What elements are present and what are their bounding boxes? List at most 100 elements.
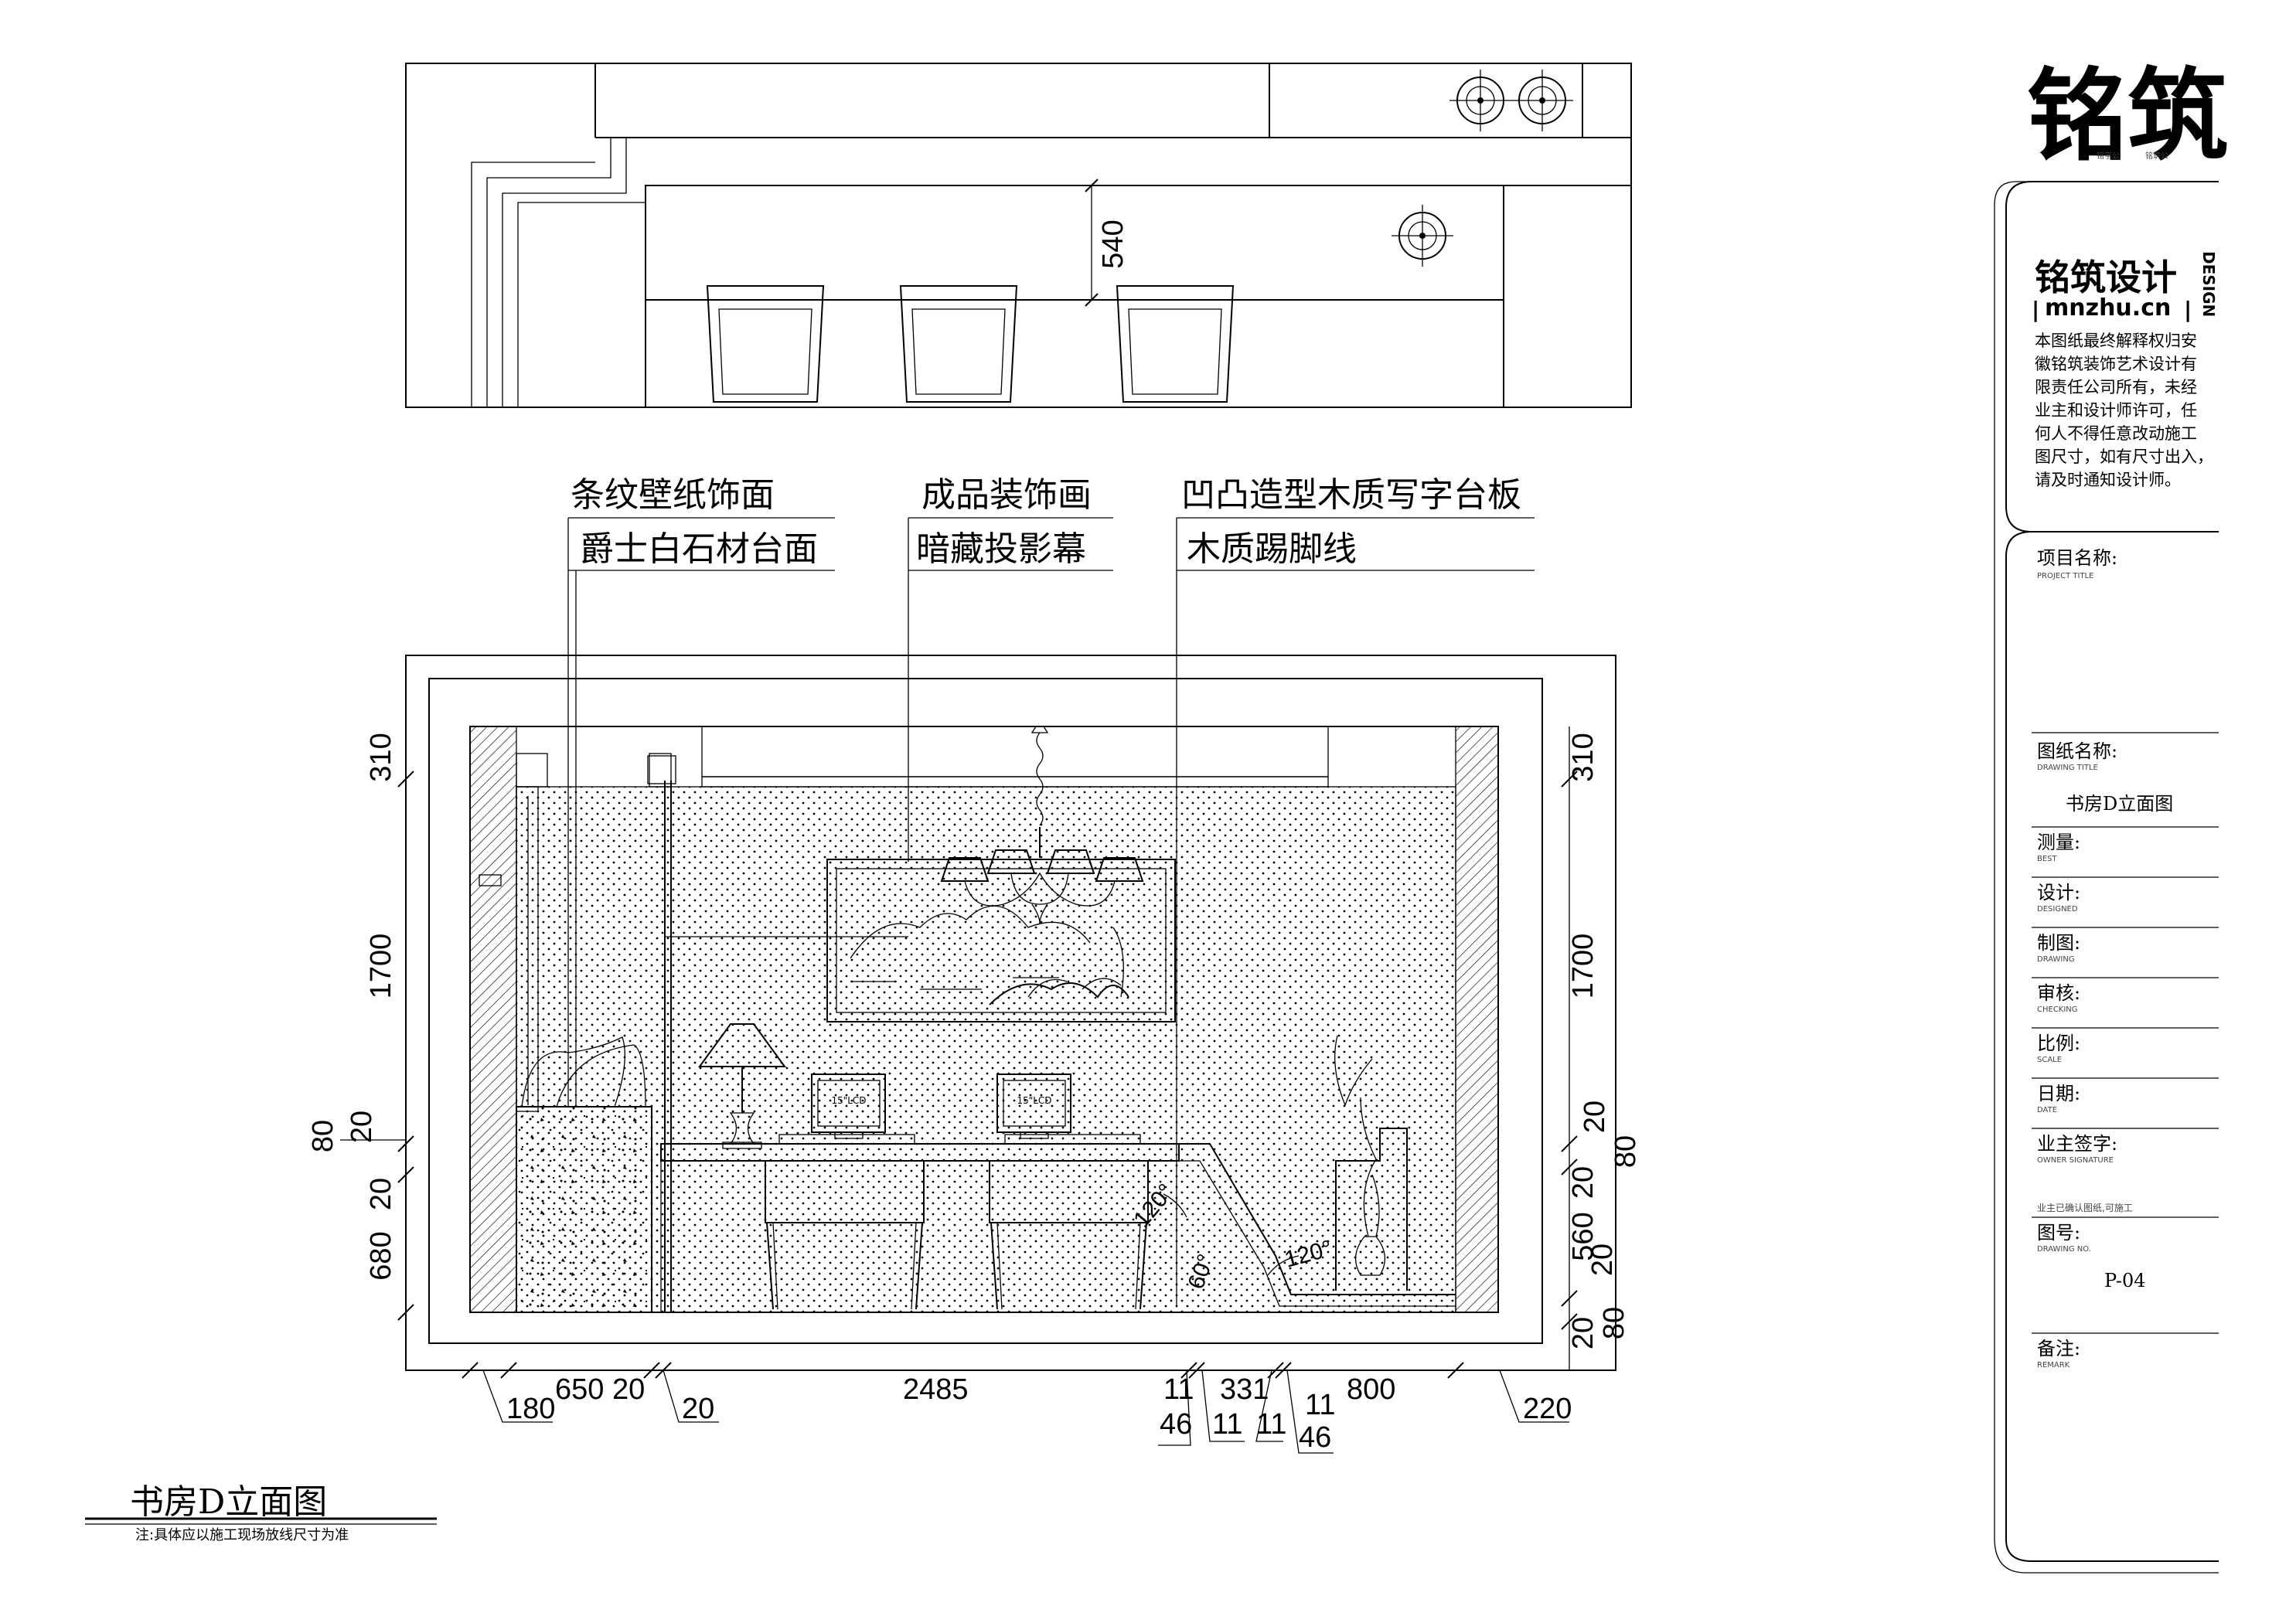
design-label: 设计: xyxy=(2037,882,2080,903)
dim-right-ceiling: 310 xyxy=(1567,733,1599,781)
svg-text:SCALE: SCALE xyxy=(2037,1056,2062,1064)
decorative-painting xyxy=(826,859,1176,1022)
ceiling-light-icon xyxy=(1449,70,1511,131)
callout-jazz-white-stone: 爵士白石材台面 xyxy=(580,529,818,569)
svg-text:CHECKING: CHECKING xyxy=(2037,1005,2078,1014)
callout-wallpaper: 条纹壁纸饰面 xyxy=(571,475,775,515)
svg-text:|: | xyxy=(2184,297,2192,322)
svg-text:何人不得任意改动施工: 何人不得任意改动施工 xyxy=(2035,424,2197,443)
dim-bottom-331: 331 xyxy=(1220,1373,1269,1406)
svg-text:DESIGNED: DESIGNED xyxy=(2037,905,2078,914)
svg-text:业主和设计师许可，任: 业主和设计师许可，任 xyxy=(2035,401,2197,420)
svg-text:限责任公司所有，未经: 限责任公司所有，未经 xyxy=(2035,378,2197,396)
dim-depth: 540 xyxy=(1097,219,1129,268)
ceiling-light-icon xyxy=(1511,70,1573,131)
dim-bottom-20a: 20 xyxy=(612,1373,645,1406)
svg-text:图尺寸，如有尺寸出入，: 图尺寸，如有尺寸出入， xyxy=(2035,447,2213,466)
dim-right-d: 560 xyxy=(1567,1212,1599,1261)
dim-right-g: 80 xyxy=(1598,1307,1630,1339)
chandelier-icon xyxy=(940,726,1144,924)
drawing-number: P-04 xyxy=(2104,1270,2145,1291)
callout-wood-skirting: 木质踢脚线 xyxy=(1187,529,1357,569)
lcd-label: 15"LCD xyxy=(831,1095,866,1106)
top-plan-view: 540 xyxy=(405,63,1632,408)
svg-text:DRAWING TITLE: DRAWING TITLE xyxy=(2037,764,2098,772)
dimensions-right: 310 1700 20 80 20 560 20 20 80 xyxy=(1561,726,1642,1370)
owner-label: 业主签字: xyxy=(2037,1133,2117,1155)
dim-bottom-46b: 46 xyxy=(1299,1421,1331,1454)
svg-text:DATE: DATE xyxy=(2037,1106,2057,1114)
dim-bottom-11a: 11 xyxy=(1163,1373,1194,1406)
callout-desk-board: 凹凸造型木质写字台板 xyxy=(1181,475,1521,515)
dim-left-base: 680 xyxy=(365,1231,397,1280)
svg-text:PROJECT TITLE: PROJECT TITLE xyxy=(2037,572,2093,580)
dim-bottom-11c: 11 xyxy=(1256,1408,1286,1441)
desk-unit xyxy=(989,1134,1149,1310)
survey-label: 测量: xyxy=(2037,832,2080,853)
dim-right-a: 20 xyxy=(1579,1101,1611,1133)
drawing-name-label: 图纸名称: xyxy=(2037,740,2117,762)
callout-decor-painting: 成品装饰画 xyxy=(921,475,1092,515)
lcd-monitor-icon: 15"LCD xyxy=(996,1073,1071,1139)
svg-text:DRAWING NO.: DRAWING NO. xyxy=(2037,1245,2091,1254)
dim-left-wall: 1700 xyxy=(365,934,397,999)
svg-text:|: | xyxy=(2032,297,2039,322)
dim-bottom-11d: 11 xyxy=(1305,1389,1335,1421)
svg-text:徽铭筑装饰艺术设计有: 徽铭筑装饰艺术设计有 xyxy=(2035,355,2197,373)
dim-bottom-220: 220 xyxy=(1523,1393,1572,1425)
dim-bottom-800: 800 xyxy=(1347,1373,1395,1406)
dim-left-ceiling: 310 xyxy=(365,733,397,781)
ceiling-light-icon xyxy=(1392,205,1453,267)
drawing-title: 书房D立面图 xyxy=(130,1482,327,1522)
design-word: DESIGN xyxy=(2199,251,2218,317)
svg-text:请及时通知设计师。: 请及时通知设计师。 xyxy=(2035,471,2181,489)
chair-icon xyxy=(706,285,825,403)
review-label: 审核: xyxy=(2037,982,2080,1004)
vase-niche xyxy=(1334,1035,1408,1291)
dim-right-wall: 1700 xyxy=(1567,934,1599,999)
chair-icon xyxy=(899,285,1018,403)
chair-icon xyxy=(1116,285,1235,403)
company-name: 铭筑设计 xyxy=(2035,257,2177,298)
dim-bottom-11b: 11 xyxy=(1212,1408,1242,1441)
drawing-note: 注:具体应以施工现场放线尺寸为准 xyxy=(135,1527,349,1543)
date-label: 日期: xyxy=(2037,1083,2080,1104)
copyright-text: 本图纸最终解释权归安 徽铭筑装饰艺术设计有 限责任公司所有，未经 业主和设计师许… xyxy=(2035,332,2213,489)
callouts: 条纹壁纸饰面 爵士白石材台面 成品装饰画 暗藏投影幕 凹凸造型木质写字台板 木质… xyxy=(567,475,1535,1306)
svg-text:DRAWING: DRAWING xyxy=(2037,955,2075,964)
company-url: mnzhu.cn xyxy=(2045,294,2171,322)
dim-right-e: 20 xyxy=(1586,1244,1619,1276)
svg-text:OWNER SIGNATURE: OWNER SIGNATURE xyxy=(2037,1156,2114,1165)
dim-bottom-20b: 20 xyxy=(682,1393,714,1425)
draw-label: 制图: xyxy=(2037,932,2080,954)
logo-small-a: 铭字公 xyxy=(2097,151,2120,161)
logo-small-b: 铭筑公 xyxy=(2145,151,2168,161)
dim-left-mid: 20 xyxy=(365,1178,397,1210)
dim-left-top-b: 20 xyxy=(346,1111,378,1143)
scale-label: 比例: xyxy=(2037,1033,2080,1054)
owner-note: 业主已确认图纸,可施工 xyxy=(2037,1203,2133,1213)
elevation-view: 15"LCD 15"LCD 120° 60° 120° xyxy=(405,655,1616,1371)
dimensions-bottom: 180 650 20 20 2485 11 46 331 11 11 11 46… xyxy=(406,1362,1616,1454)
title-block: 铭筑 铭字公 铭筑公 铭筑设计 DESIGN | mnzhu.cn | 本图纸最… xyxy=(1994,56,2228,1574)
project-label: 项目名称: xyxy=(2037,547,2117,569)
callout-hidden-screen: 暗藏投影幕 xyxy=(916,529,1086,569)
number-label: 图号: xyxy=(2037,1222,2080,1244)
svg-text:BEST: BEST xyxy=(2037,855,2058,863)
lcd-label: 15"LCD xyxy=(1017,1095,1051,1106)
desk-unit xyxy=(765,1134,925,1310)
dim-bottom-650: 650 xyxy=(555,1373,604,1406)
dimensions-left: 310 1700 80 20 20 680 xyxy=(307,726,414,1370)
dim-right-c: 20 xyxy=(1567,1166,1599,1199)
dim-bottom-180: 180 xyxy=(506,1393,555,1425)
dim-bottom-46a: 46 xyxy=(1160,1408,1192,1441)
dim-right-b: 80 xyxy=(1610,1135,1642,1168)
svg-text:REMARK: REMARK xyxy=(2037,1361,2070,1370)
lcd-monitor-icon: 15"LCD xyxy=(811,1073,886,1139)
drawing-name: 书房D立面图 xyxy=(2066,793,2173,815)
dim-left-top-a: 80 xyxy=(307,1120,339,1152)
remark-label: 备注: xyxy=(2037,1338,2080,1359)
dim-right-f: 20 xyxy=(1567,1317,1599,1349)
svg-text:本图纸最终解释权归安: 本图纸最终解释权归安 xyxy=(2035,332,2197,350)
